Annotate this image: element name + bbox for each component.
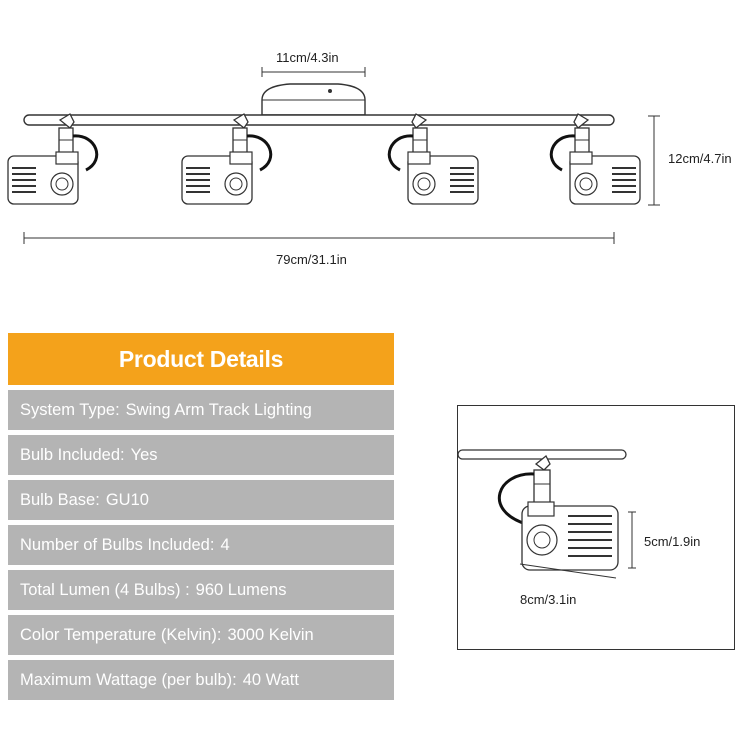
detail-value: 960 Lumens: [195, 580, 287, 599]
detail-row-number-of-bulbs: Number of Bulbs Included: 4: [8, 525, 394, 565]
detail-row-system-type: System Type: Swing Arm Track Lighting: [8, 390, 394, 430]
product-details-panel: Product Details System Type: Swing Arm T…: [8, 333, 394, 700]
length-label: 79cm/31.1in: [276, 252, 347, 267]
detail-key: Color Temperature (Kelvin):: [20, 625, 222, 644]
detail-value: GU10: [105, 490, 149, 509]
track-light-diagram: [6, 67, 660, 244]
detail-value: Swing Arm Track Lighting: [125, 400, 312, 419]
spotlight-detail-box: 5cm/1.9in 8cm/3.1in: [457, 405, 735, 650]
detail-key: Number of Bulbs Included:: [20, 535, 215, 554]
height-label: 12cm/4.7in: [668, 151, 732, 166]
detail-value: 40 Watt: [242, 670, 299, 689]
detail-row-total-lumen: Total Lumen (4 Bulbs) : 960 Lumens: [8, 570, 394, 610]
product-details-title: Product Details: [8, 333, 394, 385]
detail-key: Bulb Included:: [20, 445, 125, 464]
spot-length-label: 8cm/3.1in: [520, 592, 577, 607]
spot-height-label: 5cm/1.9in: [644, 534, 701, 549]
detail-value: 4: [220, 535, 230, 554]
detail-key: System Type:: [20, 400, 120, 419]
detail-key: Total Lumen (4 Bulbs) :: [20, 580, 190, 599]
detail-row-color-temperature: Color Temperature (Kelvin): 3000 Kelvin: [8, 615, 394, 655]
detail-value: 3000 Kelvin: [227, 625, 314, 644]
detail-row-max-wattage: Maximum Wattage (per bulb): 40 Watt: [8, 660, 394, 700]
top-width-label: 11cm/4.3in: [276, 50, 339, 65]
detail-value: Yes: [130, 445, 158, 464]
detail-row-bulb-base: Bulb Base: GU10: [8, 480, 394, 520]
detail-row-bulb-included: Bulb Included: Yes: [8, 435, 394, 475]
detail-key: Maximum Wattage (per bulb):: [20, 670, 237, 689]
spotlight-diagram: [458, 449, 636, 579]
detail-key: Bulb Base:: [20, 490, 100, 509]
